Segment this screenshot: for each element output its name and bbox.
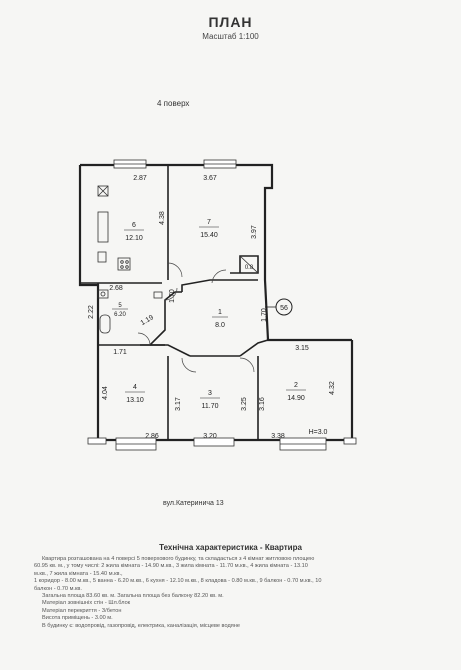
room-4: 4 13.10	[125, 384, 145, 404]
tech-line: Квартира розташована на 4 поверсі 5 пове…	[42, 556, 315, 562]
room-area: 15.40	[200, 232, 218, 239]
room-label: 0.8	[245, 265, 254, 271]
room-number: 6	[132, 222, 136, 229]
room-area: 13.10	[126, 397, 144, 404]
dimensions: 2.87 3.67 4.38 3.97 2.68 2.22 1.70 1.70 …	[88, 175, 336, 440]
tech-line: балкон - 0.70 м.кв.	[34, 585, 82, 592]
room-6: 6 12.10	[124, 222, 144, 242]
room-number: 3	[208, 390, 212, 397]
dim-label: 2.87	[133, 175, 147, 182]
dim-label: 4.04	[102, 386, 109, 400]
room-7: 7 15.40	[199, 219, 219, 239]
address-label: вул.Катеринича 13	[163, 500, 224, 507]
dim-label: 1.70	[169, 289, 176, 303]
room-number: 2	[294, 382, 298, 389]
room-area: 14.90	[287, 395, 305, 402]
bottom-windows	[87, 437, 357, 451]
kitchen-fixtures	[97, 185, 131, 271]
closet-8	[239, 255, 259, 274]
dim-label: 3.67	[203, 175, 217, 182]
room-area: 8.0	[215, 322, 225, 329]
plan-title: ПЛАН	[208, 14, 253, 30]
dim-label: 1.70	[261, 308, 268, 322]
tech-line: м.кв., 7 жила кімната - 15.40 м.кв.,	[34, 570, 123, 577]
floor-label: 4 поверх	[157, 99, 190, 108]
doors	[137, 262, 255, 373]
dim-label: 1.71	[113, 349, 127, 356]
top-windows	[113, 159, 237, 169]
room-1: 1 8.0	[212, 309, 228, 329]
scale-label: Масштаб 1:100	[202, 32, 259, 41]
dim-label: 3.16	[259, 397, 266, 411]
room-3: 3 11.70	[200, 390, 220, 410]
dim-label: 4.38	[159, 211, 166, 225]
dim-label: 3.25	[241, 397, 248, 411]
dim-label: 2.22	[88, 305, 95, 319]
ceiling-height-note: H=3.0	[309, 429, 328, 436]
dim-label: 3.20	[203, 433, 217, 440]
room-area: 6.20	[114, 312, 126, 318]
dim-label: 3.15	[295, 345, 309, 352]
tech-line: Висота приміщень - 3.00 м.	[42, 615, 113, 622]
room-area: 12.10	[125, 235, 143, 242]
dim-label: 4.32	[329, 381, 336, 395]
dim-label: 3.17	[175, 397, 182, 411]
bathroom-fixtures	[97, 289, 163, 334]
room-8: 0.8	[245, 265, 254, 271]
tech-title: Технічна характеристика - Квартира	[159, 543, 302, 552]
room-number: 7	[207, 219, 211, 226]
room-5: 5 6.20	[112, 303, 128, 318]
tech-line: 1 коридор - 8.00 м.кв., 5 ванна - 6.20 м…	[34, 578, 322, 585]
room-number: 4	[133, 384, 137, 391]
tech-description: Квартира розташована на 4 поверсі 5 пове…	[34, 556, 444, 630]
dim-label: 2.68	[109, 285, 123, 292]
room-area: 11.70	[202, 403, 219, 410]
dim-label: 1.19	[140, 314, 155, 327]
tech-line: 60.95 кв. м., у тому числі: 2 жила кімна…	[34, 563, 308, 570]
dim-label: 3.38	[271, 433, 285, 440]
stair-label: 56	[280, 305, 288, 312]
room-number: 5	[118, 303, 122, 309]
dim-label: 3.97	[251, 225, 258, 239]
tech-line: В будинку є: водопровід, газопровід, еле…	[42, 622, 240, 629]
tech-line: Матеріал перекриття - З/бетон	[42, 607, 122, 614]
tech-line: Матеріал зовнішніх стін - Шл.блок	[42, 600, 131, 607]
tech-line: Загальна площа 83.60 кв. м. Загальна пло…	[42, 593, 224, 600]
room-number: 1	[218, 309, 222, 316]
room-2: 2 14.90	[286, 382, 306, 402]
dim-label: 2.86	[145, 433, 159, 440]
